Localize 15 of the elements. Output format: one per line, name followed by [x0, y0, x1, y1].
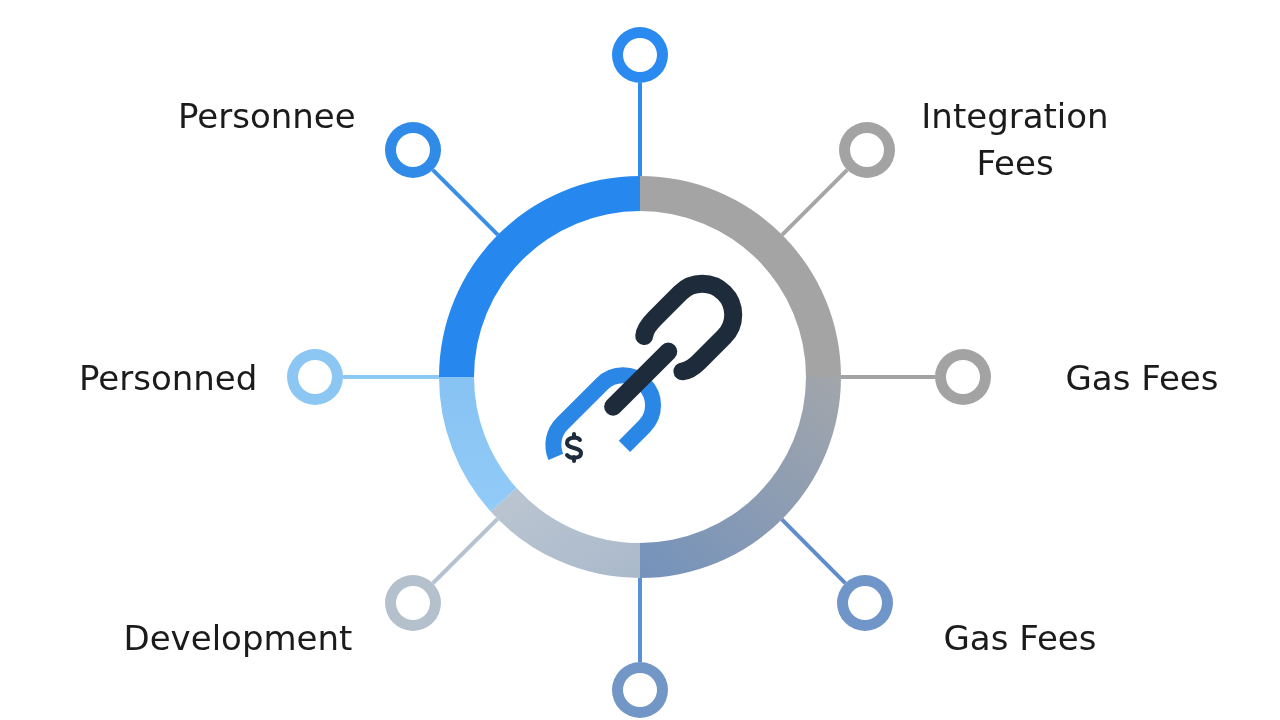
connector-line [638, 578, 642, 662]
segmented-ring [439, 176, 841, 578]
connector-line [841, 375, 935, 379]
connector-line [343, 375, 439, 379]
node-label: Personnee [178, 94, 356, 138]
node-label: Personned [79, 356, 258, 400]
node-label: Development [123, 616, 353, 660]
node-label: Gas Fees [943, 616, 1097, 660]
node-label: Integration Fees [920, 95, 1110, 185]
connector-line [780, 168, 849, 237]
connector-line [780, 518, 847, 585]
connector-line [431, 517, 499, 585]
connector-line [638, 83, 642, 176]
connector-line [431, 168, 500, 237]
node-label: Gas Fees [1065, 356, 1219, 400]
